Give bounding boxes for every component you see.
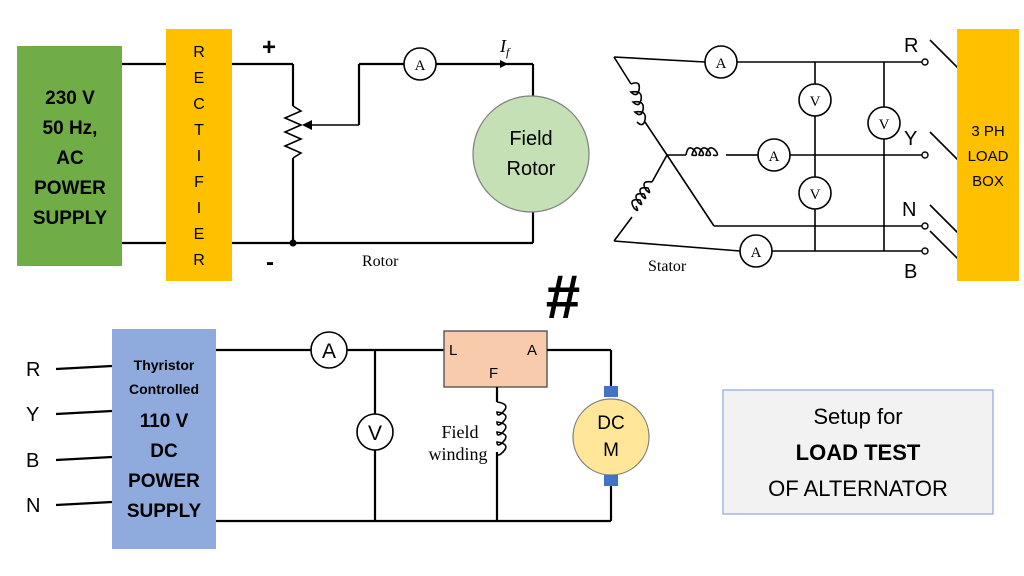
stator-voltmeter-yb-label: V bbox=[810, 187, 821, 203]
dc-voltmeter-label: V bbox=[368, 422, 382, 445]
dc-motor-circle bbox=[572, 398, 650, 476]
dc-input-label-r: R bbox=[26, 359, 40, 381]
rectifier-letter-2: E bbox=[194, 70, 205, 87]
stator-voltmeter-ry-label: V bbox=[810, 94, 821, 110]
field-winding-label-1: Field bbox=[441, 422, 478, 442]
stator-label: Stator bbox=[648, 258, 687, 275]
rectifier-letter-6: F bbox=[194, 174, 204, 191]
rectifier-letter-9: R bbox=[193, 252, 205, 269]
phase-label-y: Y bbox=[904, 128, 917, 150]
rotor-junction-dot bbox=[289, 239, 297, 247]
title-line-2: LOAD TEST bbox=[796, 440, 921, 465]
dc-motor-terminal-top bbox=[604, 386, 618, 397]
rectifier-letter-3: C bbox=[193, 96, 205, 113]
coupling-hash-symbol: # bbox=[546, 263, 580, 332]
plus-terminal-label: + bbox=[262, 34, 276, 61]
ac-supply-line-3: AC bbox=[56, 148, 84, 169]
ac-supply-line-4: POWER bbox=[34, 178, 106, 199]
phase-label-n: N bbox=[902, 199, 916, 221]
dc-motor-line-1: DC bbox=[597, 413, 624, 434]
load-box bbox=[957, 29, 1019, 281]
rotor-label: Rotor bbox=[362, 253, 399, 270]
ac-supply-line-5: SUPPLY bbox=[33, 208, 108, 229]
title-box-frame bbox=[722, 389, 994, 515]
dc-ammeter-label: A bbox=[322, 340, 336, 363]
dc-power-supply-box bbox=[112, 329, 216, 549]
dc-supply-line-5: POWER bbox=[128, 471, 200, 492]
stator-ammeter-b-label: A bbox=[751, 245, 762, 261]
field-current-arrow bbox=[500, 60, 508, 68]
rectifier-letter-4: T bbox=[194, 122, 204, 139]
rheostat-wiper-arrow bbox=[302, 120, 312, 130]
phase-label-r: R bbox=[904, 35, 918, 57]
stator-load-circuit: A A A V V V bbox=[613, 29, 1019, 283]
rectifier-letter-1: R bbox=[193, 44, 205, 61]
dc-supply-line-6: SUPPLY bbox=[127, 501, 202, 522]
rheostat-resistor bbox=[283, 105, 303, 159]
rotor-ammeter-label: A bbox=[415, 58, 426, 74]
field-winding-label-2: winding bbox=[428, 444, 487, 464]
title-box: Setup for LOAD TEST OF ALTERNATOR bbox=[722, 389, 994, 515]
load-box-line-1: 3 PH bbox=[971, 123, 1004, 140]
rectifier-box bbox=[166, 29, 232, 281]
dc-input-label-y: Y bbox=[26, 404, 39, 426]
title-line-1: Setup for bbox=[813, 404, 902, 429]
dc-supply-line-4: DC bbox=[150, 441, 178, 462]
starter-terminal-a: A bbox=[527, 342, 537, 359]
ac-power-supply-box bbox=[17, 46, 122, 266]
rectifier-letter-8: E bbox=[194, 226, 205, 243]
rectifier-letter-5: I bbox=[197, 148, 201, 165]
field-rotor-line-1: Field bbox=[509, 128, 552, 150]
dc-supply-line-3: 110 V bbox=[140, 411, 189, 432]
stator-winding-middle bbox=[685, 147, 719, 157]
load-box-line-2: LOAD bbox=[968, 148, 1009, 165]
dc-motor-line-2: M bbox=[603, 440, 619, 461]
title-line-3: OF ALTERNATOR bbox=[768, 476, 948, 501]
rotor-field-circuit: 230 V 50 Hz, AC POWER SUPPLY R E C T I F… bbox=[17, 29, 590, 281]
stator-winding-lower bbox=[631, 180, 653, 212]
field-winding-coil bbox=[496, 401, 507, 456]
dc-motor-terminal-bottom bbox=[604, 475, 618, 486]
field-rotor-line-2: Rotor bbox=[507, 158, 556, 180]
starter-block bbox=[443, 330, 548, 388]
stator-ammeter-r-label: A bbox=[716, 56, 727, 72]
phase-label-b: B bbox=[904, 261, 917, 283]
dc-input-label-n: N bbox=[26, 495, 40, 517]
dc-motor-circuit: R Y B N Thyristor Controlled 110 V DC PO… bbox=[26, 329, 650, 549]
ac-supply-line-1: 230 V bbox=[45, 88, 95, 109]
starter-terminal-l: L bbox=[449, 342, 457, 359]
dc-supply-line-2: Controlled bbox=[129, 381, 199, 397]
stator-winding-upper bbox=[629, 82, 647, 126]
minus-terminal-label: - bbox=[266, 249, 274, 276]
ac-supply-line-2: 50 Hz, bbox=[43, 118, 98, 139]
field-rotor-circle bbox=[472, 95, 590, 213]
stator-ammeter-y-label: A bbox=[769, 149, 780, 165]
load-box-line-3: BOX bbox=[972, 173, 1004, 190]
load-switches bbox=[921, 39, 961, 262]
rectifier-letter-7: I bbox=[197, 200, 201, 217]
dc-supply-line-1: Thyristor bbox=[134, 357, 195, 373]
dc-input-label-b: B bbox=[26, 450, 39, 472]
starter-terminal-f: F bbox=[489, 365, 498, 382]
field-current-label: If bbox=[499, 36, 511, 59]
stator-voltmeter-rb-label: V bbox=[879, 117, 890, 133]
